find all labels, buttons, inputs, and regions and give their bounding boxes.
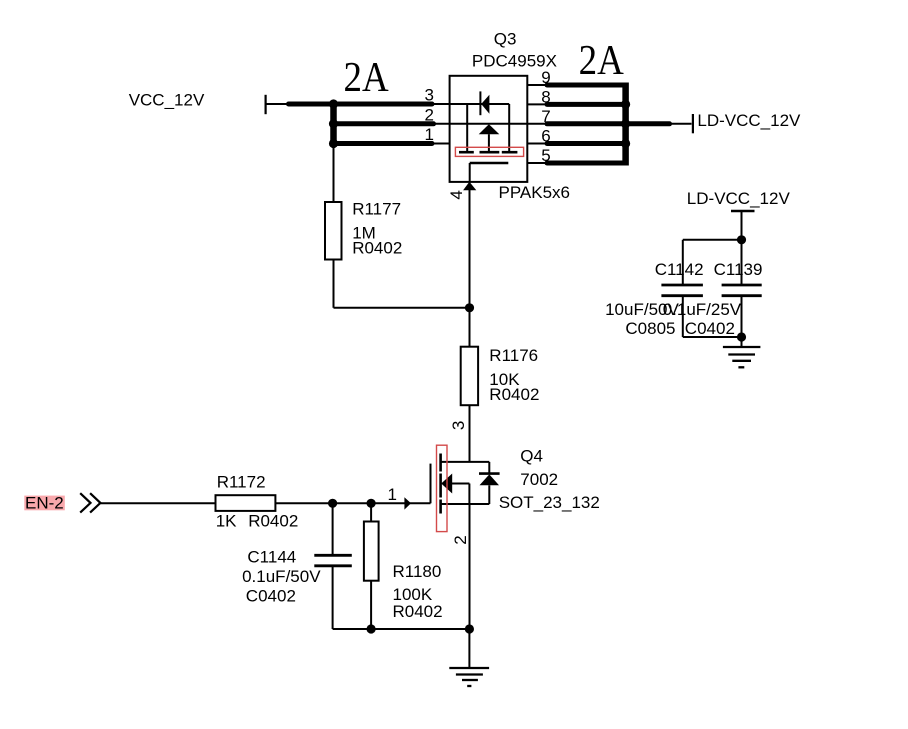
svg-text:2: 2 bbox=[425, 106, 434, 125]
svg-text:R0402: R0402 bbox=[352, 239, 402, 258]
svg-text:SOT_23_132: SOT_23_132 bbox=[499, 493, 600, 512]
svg-text:R0402: R0402 bbox=[248, 511, 298, 530]
svg-text:R0402: R0402 bbox=[489, 385, 539, 404]
svg-text:R1172: R1172 bbox=[217, 472, 266, 491]
svg-text:3: 3 bbox=[425, 86, 434, 105]
svg-text:7: 7 bbox=[541, 107, 550, 126]
svg-text:Q4: Q4 bbox=[520, 447, 543, 466]
svg-text:1: 1 bbox=[425, 125, 434, 144]
svg-text:R1180: R1180 bbox=[393, 562, 442, 581]
svg-text:PPAK5x6: PPAK5x6 bbox=[499, 183, 571, 202]
svg-text:6: 6 bbox=[541, 127, 550, 146]
svg-text:1: 1 bbox=[388, 485, 397, 504]
svg-text:C0402: C0402 bbox=[246, 587, 296, 606]
svg-text:C0402: C0402 bbox=[685, 319, 735, 338]
svg-text:9: 9 bbox=[541, 68, 550, 87]
svg-text:2A: 2A bbox=[579, 37, 625, 84]
svg-text:R1177: R1177 bbox=[352, 200, 401, 219]
svg-text:C0805: C0805 bbox=[625, 319, 675, 338]
svg-text:EN-2: EN-2 bbox=[25, 494, 64, 513]
svg-text:R1176: R1176 bbox=[489, 346, 538, 365]
svg-text:3: 3 bbox=[449, 421, 468, 430]
svg-text:5: 5 bbox=[541, 146, 550, 165]
svg-text:2: 2 bbox=[451, 535, 470, 544]
svg-text:0.1uF/25V: 0.1uF/25V bbox=[663, 300, 742, 319]
svg-text:10uF/50V: 10uF/50V bbox=[605, 300, 679, 319]
svg-text:VCC_12V: VCC_12V bbox=[129, 91, 205, 110]
svg-text:4: 4 bbox=[447, 190, 466, 199]
svg-text:C1142: C1142 bbox=[655, 260, 704, 279]
svg-text:0.1uF/50V: 0.1uF/50V bbox=[242, 567, 321, 586]
svg-text:7002: 7002 bbox=[520, 470, 558, 489]
svg-text:C1144: C1144 bbox=[247, 547, 296, 566]
svg-text:2A: 2A bbox=[344, 54, 390, 101]
svg-text:LD-VCC_12V: LD-VCC_12V bbox=[697, 111, 801, 130]
svg-text:Q3: Q3 bbox=[494, 29, 517, 48]
svg-text:C1139: C1139 bbox=[714, 260, 763, 279]
svg-text:1K: 1K bbox=[216, 511, 237, 530]
svg-text:8: 8 bbox=[541, 88, 550, 107]
svg-text:100K: 100K bbox=[393, 585, 433, 604]
svg-text:1M: 1M bbox=[352, 224, 376, 243]
svg-text:10K: 10K bbox=[489, 370, 520, 389]
svg-text:LD-VCC_12V: LD-VCC_12V bbox=[687, 189, 791, 208]
svg-text:R0402: R0402 bbox=[393, 602, 443, 621]
svg-text:PDC4959X: PDC4959X bbox=[472, 51, 557, 70]
